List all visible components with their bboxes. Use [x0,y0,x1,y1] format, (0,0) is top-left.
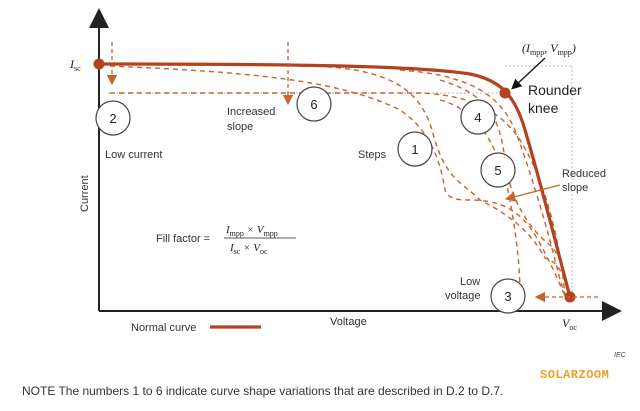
brand-watermark: SOLARZOOM [540,368,610,382]
reduced-slope-label-2: slope [562,182,588,194]
voc-label: Voc [562,316,577,332]
low-current-label: Low current [105,149,162,161]
legend-label: Normal curve [131,322,196,334]
mpp-label: (Impp, Vmpp) [522,41,576,57]
curve-steps [299,65,569,297]
low-voltage-label-2: voltage [445,290,480,302]
svg-text:5: 5 [494,163,501,178]
marker-3: 3 [490,278,526,314]
steps-label: Steps [358,149,387,161]
marker-4: 4 [460,99,496,135]
isc-label: Isc [69,57,81,73]
curve-rounder-knee [399,69,567,297]
increased-slope-label-2: slope [227,121,253,133]
marker-2: 2 [95,100,131,136]
svg-text:4: 4 [474,110,481,125]
svg-text:2: 2 [109,111,116,126]
arrow-rounder-knee [511,57,546,90]
iec-mark: IEC [614,352,626,359]
rounder-knee-label-1: Rounder [528,82,582,98]
fill-factor-formula: Fill factor = Impp × Vmpp Isc × Voc [156,224,296,256]
curve-increased-slope [109,65,566,297]
y-axis-label: Current [79,175,91,212]
footnote: NOTE The numbers 1 to 6 indicate curve s… [22,384,504,398]
svg-text:6: 6 [310,97,317,112]
svg-text:3: 3 [504,289,511,304]
svg-text:Isc × Voc: Isc × Voc [229,242,268,256]
arrow-reduced-slope [504,184,561,202]
svg-text:Fill factor =: Fill factor = [156,233,210,245]
marker-5: 5 [480,152,516,188]
marker-6: 6 [296,86,332,122]
svg-text:Impp × Vmpp: Impp × Vmpp [225,224,278,238]
rounder-knee-label-2: knee [528,100,559,116]
reduced-slope-label-1: Reduced [562,168,606,180]
x-axis-label: Voltage [330,316,367,328]
marker-1: 1 [397,131,433,167]
isc-point [93,58,105,70]
mpp-point [499,87,511,99]
increased-slope-label-1: Increased [227,106,275,118]
curve-low-current [110,92,566,297]
low-voltage-label-1: Low [460,276,480,288]
svg-text:1: 1 [411,142,418,157]
